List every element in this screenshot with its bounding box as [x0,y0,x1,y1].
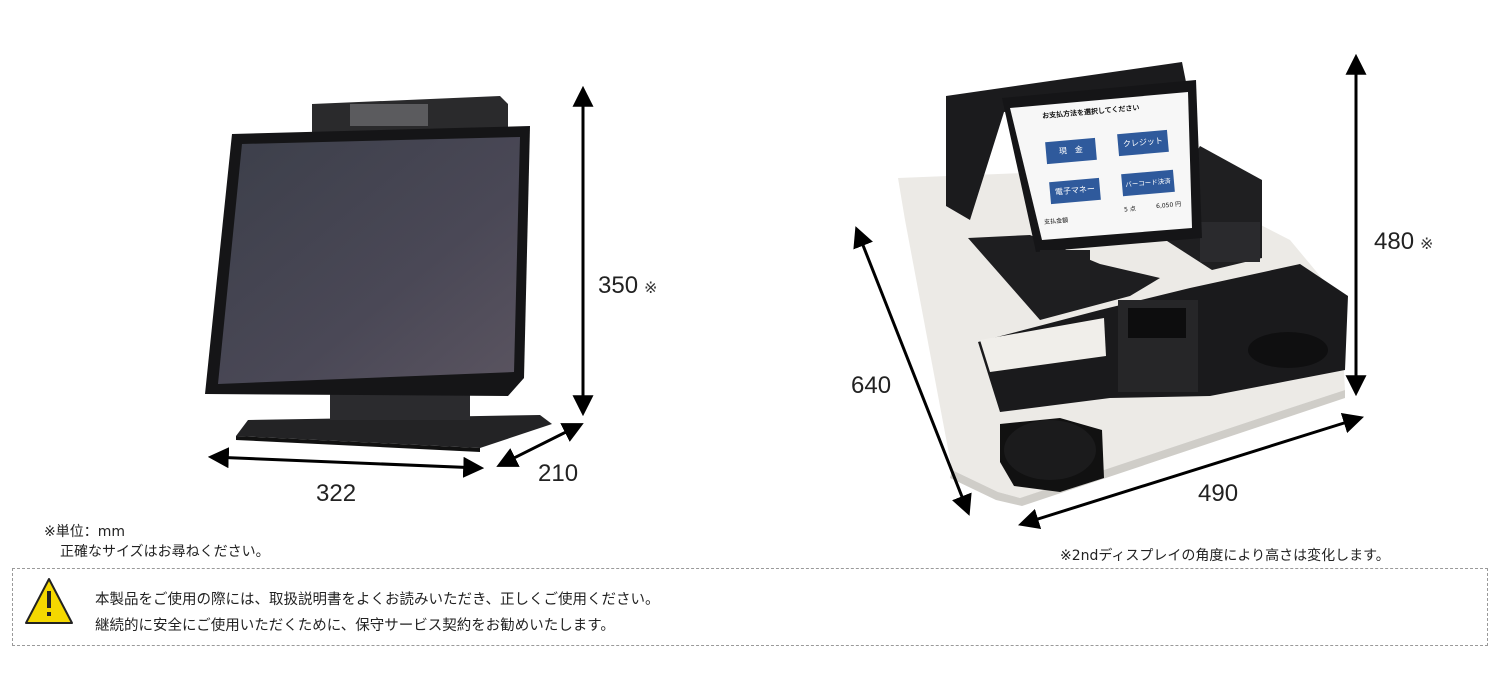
warning-icon [25,578,73,624]
left-height-asterisk: ※ [644,280,658,297]
notice-line-2: 継続的に安全にご使用いただくために、保守サービス契約をお勧めいたします。 [95,618,615,634]
credit-button[interactable]: クレジット [1117,129,1169,157]
left-depth-label: 210 [538,460,579,487]
right-height-value: 480 [1374,228,1415,255]
self-checkout-image [898,62,1348,506]
right-height-asterisk: ※ [1420,236,1434,253]
left-height-label: 350 ※ [598,272,657,300]
left-width-arrow [207,447,485,478]
checkout-qty: 5 点 [1123,205,1137,214]
barcode-button[interactable]: バーコード決済 [1121,169,1175,197]
angle-note: ※2ndディスプレイの角度により高さは変化します。 [1060,548,1390,564]
emoney-button[interactable]: 電子マネー [1049,177,1101,205]
right-depth-label: 640 [851,372,892,399]
left-width-label: 322 [316,480,357,507]
left-height-value: 350 [598,272,639,299]
right-width-label: 490 [1198,480,1239,507]
notice-line-1: 本製品をご使用の際には、取扱説明書をよくお読みいただき、正しくご使用ください。 [95,592,660,608]
safety-notice-box: 本製品をご使用の際には、取扱説明書をよくお読みいただき、正しくご使用ください。 … [12,568,1488,646]
unit-note: ※単位：mm [44,524,126,540]
right-depth-arrow [853,226,972,516]
touch-monitor-image [205,96,552,452]
right-height-label: 480 ※ [1374,228,1433,256]
left-depth-arrow [496,423,584,467]
cash-button[interactable]: 現 金 [1045,137,1097,165]
right-width-arrow [1017,413,1365,529]
size-note: 正確なサイズはお尋ねください。 [60,544,270,560]
